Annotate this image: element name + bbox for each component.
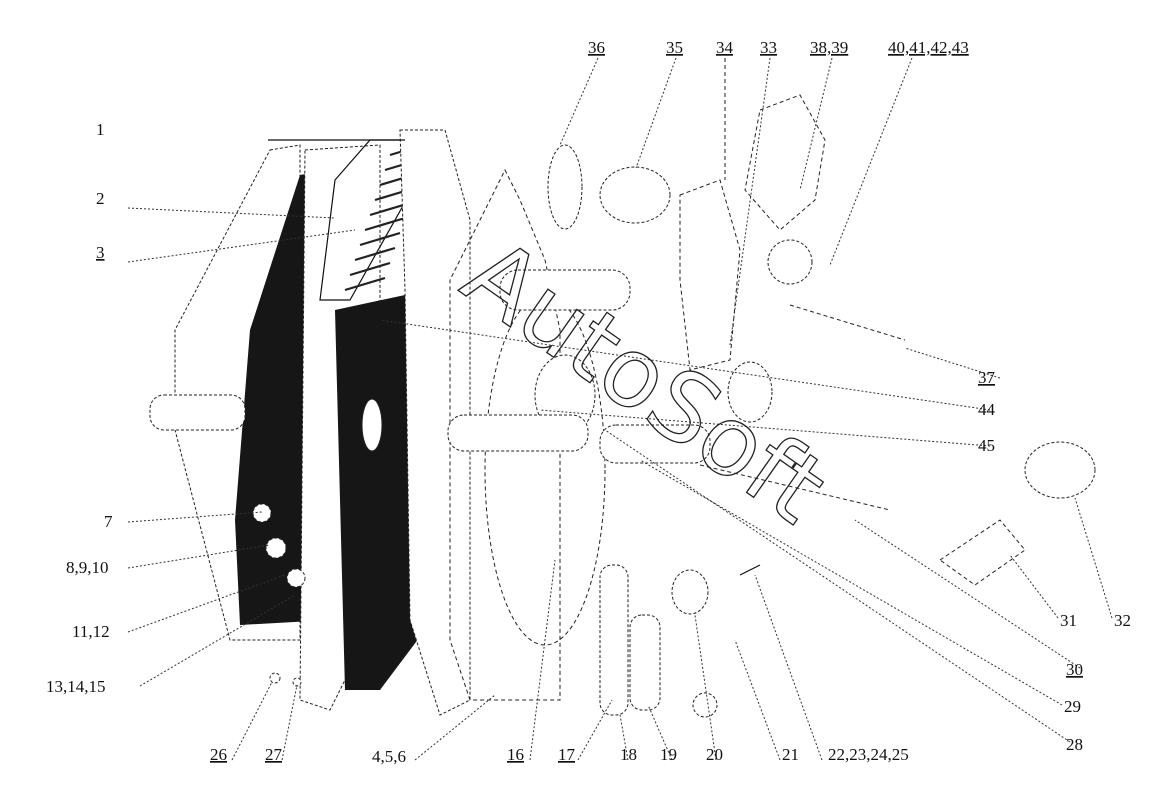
leader-36	[559, 57, 599, 146]
leader-28	[604, 429, 1071, 743]
callout-28: 28	[1066, 735, 1083, 754]
rod-37-part	[789, 304, 906, 341]
radiator-right-frame	[399, 129, 471, 716]
leader-32	[1074, 497, 1113, 619]
callout-4-5-6: 4,5,6	[372, 747, 406, 766]
callout-29: 29	[1064, 697, 1081, 716]
upper-hoses	[547, 94, 1096, 586]
hose-30-part	[699, 464, 891, 511]
leader-30	[854, 519, 1081, 669]
callout-40-41-42-43: 40,41,42,43	[888, 38, 969, 57]
bolt-21-part	[739, 564, 761, 576]
callout-36: 36	[588, 38, 605, 57]
leader-45	[539, 409, 991, 447]
leader-29	[639, 459, 1063, 706]
callout-30: 30	[1066, 660, 1083, 679]
callout-22-23-24-25: 22,23,24,25	[828, 745, 909, 764]
radiator-assembly	[149, 129, 471, 716]
callout-32: 32	[1114, 611, 1131, 630]
hose-end-44-part	[727, 361, 773, 423]
shroud-middle-pipe	[447, 414, 589, 452]
leader-16	[529, 559, 556, 761]
leader-26	[231, 681, 273, 761]
shroud-upper-pipe	[499, 269, 631, 311]
clamp-35-part	[599, 166, 671, 224]
drain-fitting-top	[252, 503, 272, 523]
callout-38-39: 38,39	[810, 38, 848, 57]
fitting-40-part	[767, 239, 813, 285]
callout-3: 3	[96, 243, 105, 262]
drain-fitting-mid	[265, 537, 287, 559]
leader-21	[734, 639, 781, 761]
leader-44	[379, 319, 991, 411]
leader-4	[414, 694, 496, 761]
callout-21: 21	[782, 745, 799, 764]
leader-22	[754, 574, 823, 761]
radiator-inlet-pipe	[149, 394, 246, 431]
callout-20: 20	[706, 745, 723, 764]
callout-45: 45	[978, 436, 995, 455]
hose-34-part	[679, 179, 741, 371]
leader-lines	[127, 57, 1113, 761]
callout-44: 44	[978, 400, 996, 419]
ring-36-part	[547, 144, 583, 230]
fan-ring	[484, 294, 606, 646]
hose-31-part	[939, 519, 1026, 586]
leader-2	[127, 207, 336, 219]
callout-26: 26	[210, 745, 227, 764]
leader-33	[729, 57, 771, 346]
leader-17	[577, 699, 613, 761]
clamp-32-part	[1024, 441, 1096, 499]
leader-20	[694, 614, 717, 761]
pipe-18-part	[629, 614, 661, 711]
callout-34: 34	[716, 38, 734, 57]
drain-fitting-low	[286, 568, 306, 588]
hose-38-part	[744, 94, 826, 231]
callout-2: 2	[96, 189, 105, 208]
callout-35: 35	[666, 38, 683, 57]
callout-27: 27	[265, 745, 283, 764]
callout-7: 7	[104, 512, 113, 531]
callout-18: 18	[620, 745, 637, 764]
callout-31: 31	[1060, 611, 1077, 630]
callout-labels: 1 2 3 7 8,9,10 11,12 13,14,15 26 27 4,5,…	[46, 38, 1131, 766]
leader-13	[139, 594, 296, 687]
fan-shroud	[449, 168, 561, 701]
callout-1: 1	[96, 120, 105, 139]
callout-13-14-15: 13,14,15	[46, 677, 106, 696]
vertical-pipe-17	[599, 564, 629, 716]
callout-37: 37	[978, 368, 996, 387]
leader-37	[904, 347, 1001, 379]
callout-8-9-10: 8,9,10	[66, 558, 109, 577]
callout-19: 19	[660, 745, 677, 764]
leader-35	[635, 57, 677, 169]
leader-40	[829, 57, 913, 266]
callout-16: 16	[507, 745, 524, 764]
fitting-19-part	[671, 569, 709, 615]
callout-17: 17	[558, 745, 576, 764]
callout-33: 33	[760, 38, 777, 57]
radiator-core-port	[361, 398, 383, 452]
clamp-20-part	[692, 692, 718, 718]
leader-27	[281, 684, 298, 761]
washer-27-part	[292, 677, 302, 687]
leader-38	[799, 57, 833, 191]
callout-11-12: 11,12	[72, 622, 110, 641]
fan-shroud-assembly	[447, 168, 761, 718]
leader-31	[1009, 554, 1059, 619]
bolt-26-part	[269, 672, 281, 684]
